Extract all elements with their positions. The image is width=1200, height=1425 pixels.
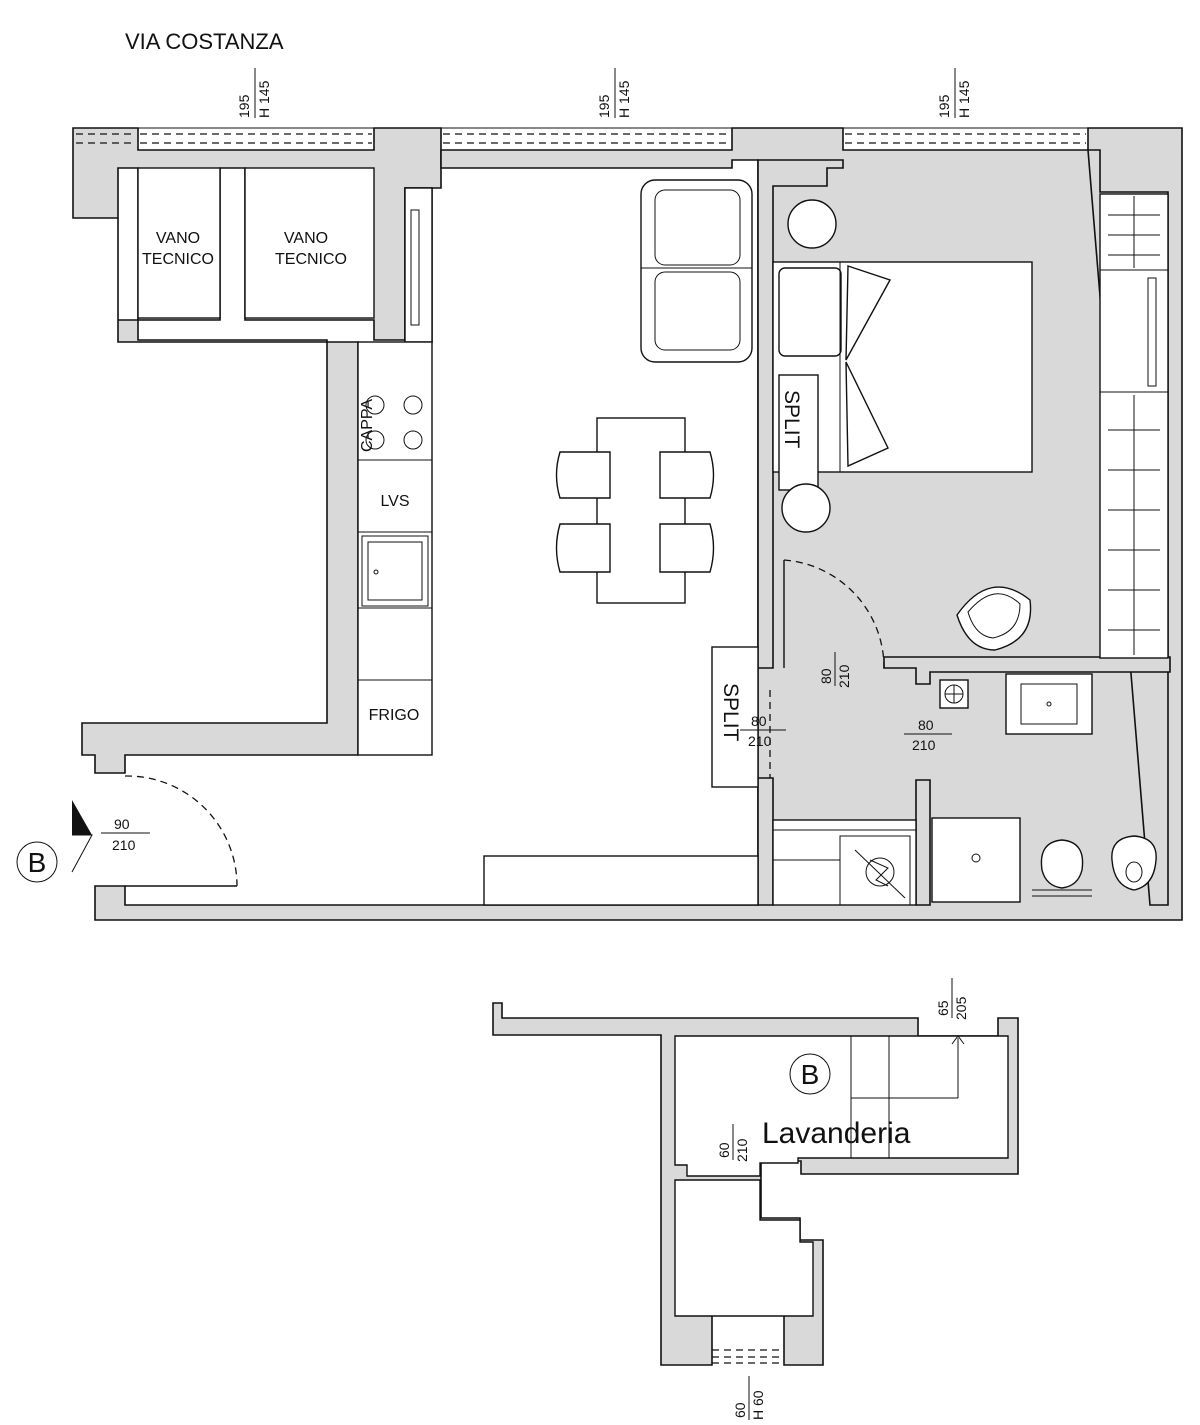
tv-cabinet xyxy=(483,855,759,906)
split-bedroom-label: SPLIT xyxy=(780,390,803,449)
technical-rooms: VANO TECNICO VANO TECNICO xyxy=(137,167,375,319)
sink-icon xyxy=(1005,673,1093,735)
window-dim-2: 195 H 145 xyxy=(596,68,632,118)
window-dim-3: 195 H 145 xyxy=(936,68,972,118)
bedroom-door xyxy=(783,559,885,669)
door-dim-entrance: 90 210 xyxy=(101,816,150,853)
chair-icon xyxy=(555,523,611,573)
vano-tecnico-2-line1: VANO xyxy=(284,230,328,247)
living-bath-door-height: 210 xyxy=(748,733,772,749)
laundry-door-width: 60 xyxy=(716,1142,732,1158)
sink-icon xyxy=(361,535,429,607)
chair-icon xyxy=(555,451,611,499)
sofa xyxy=(640,179,753,363)
dining-table xyxy=(555,417,715,604)
window-strip-top xyxy=(76,127,1089,151)
laundry-exit-width: 65 xyxy=(935,1000,951,1016)
tall-cabinet xyxy=(404,187,433,343)
section-marker-b: B xyxy=(16,800,93,883)
laundry-window xyxy=(712,1349,784,1364)
wardrobe xyxy=(1099,193,1169,659)
section-letter-lower: B xyxy=(801,1059,820,1090)
vano-tecnico-1-line2: TECNICO xyxy=(142,251,214,268)
entrance-door-height: 210 xyxy=(112,837,136,853)
laundry-window-height: H 60 xyxy=(750,1390,766,1420)
door-dim-bedroom: 80 210 xyxy=(818,652,852,688)
window-3-width: 195 xyxy=(936,94,952,118)
laundry-window-dim: 60 H 60 xyxy=(732,1376,766,1420)
split-living-label: SPLIT xyxy=(719,683,742,742)
room-lavanderia: Lavanderia xyxy=(762,1117,911,1150)
split-unit-bedroom: SPLIT xyxy=(778,374,819,491)
burner-icon xyxy=(365,430,385,450)
window-1-height: H 145 xyxy=(256,80,272,118)
entrance-door xyxy=(124,775,238,887)
street-label: VIA COSTANZA xyxy=(125,29,284,54)
section-letter: B xyxy=(28,847,47,878)
toilet-icon xyxy=(1111,835,1157,891)
burner-icon xyxy=(403,395,423,415)
window-dim-1: 195 H 145 xyxy=(236,68,272,118)
laundry-window-width: 60 xyxy=(732,1402,748,1418)
label-lvs: LVS xyxy=(380,493,409,510)
entrance-door-width: 90 xyxy=(114,816,130,832)
armchair xyxy=(956,586,1032,651)
door-dim-living-bath: 80 210 xyxy=(740,690,786,778)
laundry-door-height: 210 xyxy=(734,1138,750,1162)
living-bath-door-width: 80 xyxy=(751,713,767,729)
utility-cabinet xyxy=(772,819,917,906)
bathroom-door-width: 80 xyxy=(918,717,934,733)
nightstand-bottom xyxy=(781,483,831,533)
burner-icon xyxy=(365,395,385,415)
bedroom-door-height: 210 xyxy=(836,664,852,688)
bidet-icon xyxy=(1032,839,1092,897)
window-2-width: 195 xyxy=(596,94,612,118)
window-2-height: H 145 xyxy=(616,80,632,118)
section-marker-b-lower: B xyxy=(789,1053,831,1095)
vano-tecnico-1-line1: VANO xyxy=(156,230,200,247)
door-dim-bathroom: 80 210 xyxy=(904,717,952,753)
bathroom-fixtures xyxy=(931,673,1157,903)
vano-tecnico-2-line2: TECNICO xyxy=(275,251,347,268)
burner-icon xyxy=(403,430,423,450)
laundry-exit-height: 205 xyxy=(953,996,969,1020)
chair-icon xyxy=(659,451,715,499)
label-frigo: FRIGO xyxy=(369,707,420,724)
nightstand-top xyxy=(787,199,837,249)
laundry-room xyxy=(674,1035,1009,1317)
window-3-height: H 145 xyxy=(956,80,972,118)
door-dim-laundry-exit: 65 205 xyxy=(935,978,969,1020)
door-dim-laundry: 60 210 xyxy=(716,1124,750,1162)
split-unit-living: SPLIT xyxy=(711,646,759,788)
bathroom-door-height: 210 xyxy=(912,737,936,753)
label-cappa: CAPPA xyxy=(359,399,376,452)
shower-tray xyxy=(931,817,1021,903)
window-1-width: 195 xyxy=(236,94,252,118)
chair-icon xyxy=(659,523,715,573)
kitchen-counter: CAPPA LVS FRIGO xyxy=(357,341,433,756)
bedroom-door-width: 80 xyxy=(818,668,834,684)
